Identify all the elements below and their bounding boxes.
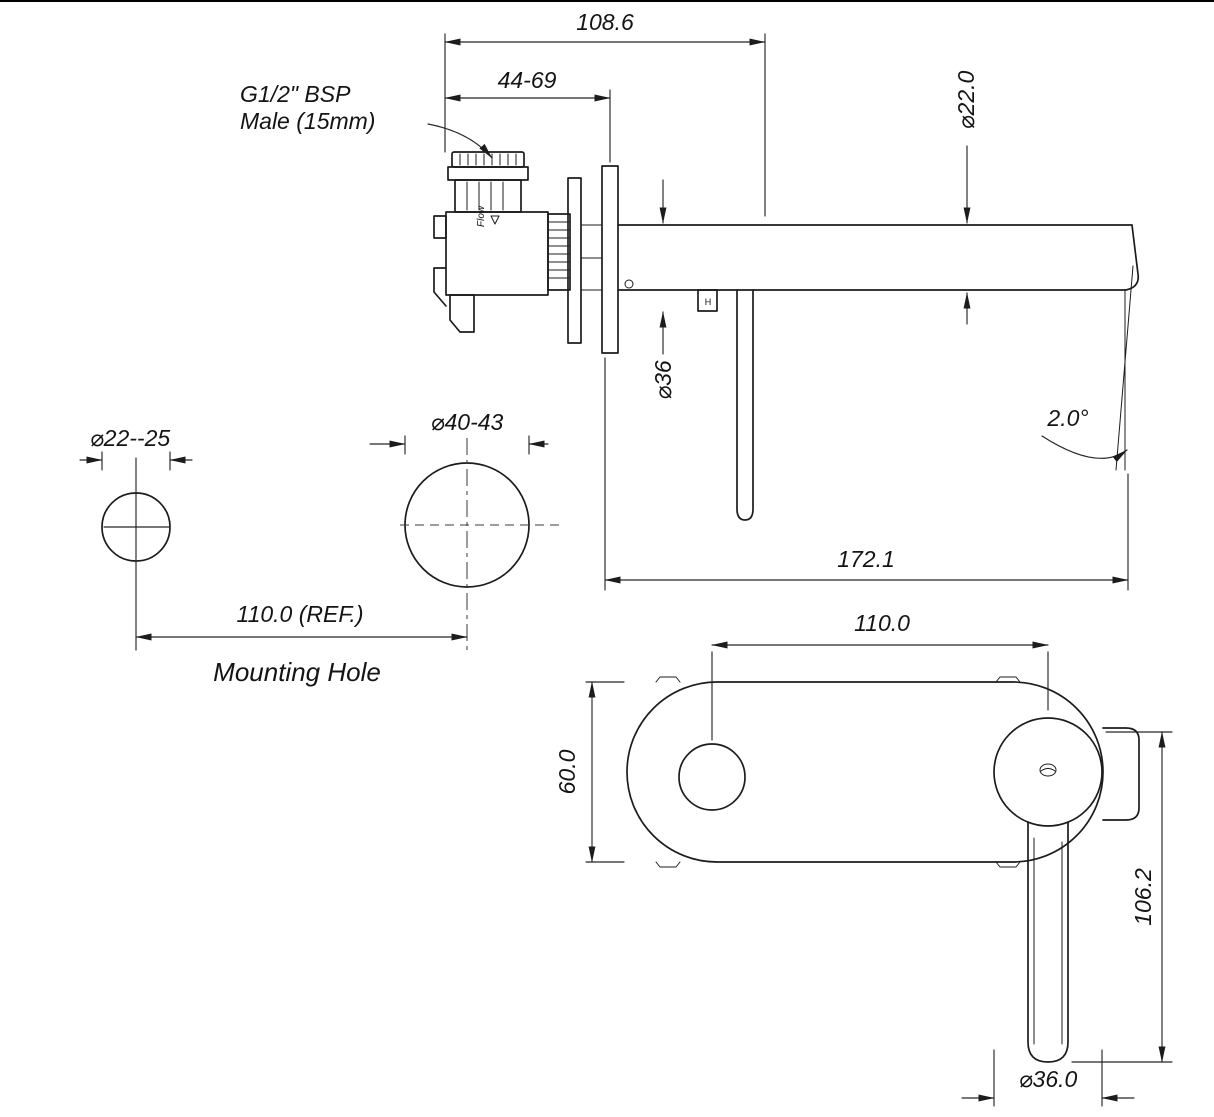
mounting-hole-caption: Mounting Hole [213,657,381,687]
spout [617,224,1140,291]
flow-label: Flow [476,205,487,227]
inlet-label-line1: G1/2" BSP [240,81,351,107]
wall-flange-plate [601,165,619,354]
threaded-connector [547,213,571,291]
dim-plate-height-label: 60.0 [554,749,580,794]
dim-flange-diameter-label: ⌀36 [650,360,676,400]
dim-handle-diameter: ⌀36.0 [961,1049,1135,1107]
spout-screw-icon [624,279,634,289]
dim-overall-depth: 108.6 [444,9,766,217]
inlet-callout: G1/2" BSP Male (15mm) [240,81,493,159]
dim-handle-diameter-label: ⌀36.0 [1019,1066,1078,1092]
dim-large-hole: ⌀40-43 [369,409,549,455]
dim-spout-diameter: ⌀22.0 [953,70,979,325]
top-border-line [0,0,1214,2]
dim-hole-spacing: 110.0 (REF.) [135,601,468,641]
dim-wall-adjust-label: 44-69 [498,67,557,93]
dim-small-hole: ⌀22--25 [79,425,193,471]
handle-side-tab [1102,727,1140,821]
small-mounting-hole [101,457,171,651]
large-mounting-hole [400,438,560,654]
dim-flange-diameter: ⌀36 [650,179,676,400]
handle-base-circle [993,717,1103,827]
flow-arrow-icon [490,215,500,225]
dim-spout-reach: 172.1 [604,357,1129,591]
dim-hole-spacing-label: 110.0 (REF.) [237,601,364,627]
dim-handle-length: 106.2 [1071,731,1173,1063]
mounting-holes-view: ⌀22--25 ⌀40-43 110.0 (REF.) Mounting Hol… [79,409,560,687]
faceplate [626,676,1104,868]
dim-wall-adjust: 44-69 [444,67,611,163]
dim-small-hole-label: ⌀22--25 [90,425,171,451]
handle-side: H [697,289,754,521]
dim-centres: 110.0 [711,610,1049,741]
handle-lever [1027,821,1069,1063]
hot-marker-label: H [705,297,712,307]
dim-overall-depth-label: 108.6 [576,9,634,35]
dim-handle-length-label: 106.2 [1130,868,1156,926]
front-view: 110.0 60.0 106.2 ⌀36 [554,610,1173,1107]
dim-spout-reach-label: 172.1 [837,546,895,572]
dim-spout-angle: 2.0° [1041,265,1134,471]
dim-spout-diameter-label: ⌀22.0 [953,70,979,129]
wall-bracket-plate [567,177,603,344]
spout-outlet-circle [678,743,746,811]
dim-large-hole-label: ⌀40-43 [431,409,504,435]
dim-centres-label: 110.0 [854,610,910,636]
inlet-fitting [447,151,529,213]
valve-body: Flow [433,205,549,333]
side-view: Flow H [240,9,1140,591]
logo-dot-icon [1039,763,1057,777]
dim-spout-angle-label: 2.0° [1046,405,1088,431]
dim-plate-height: 60.0 [554,681,625,863]
inlet-label-line2: Male (15mm) [240,108,375,134]
